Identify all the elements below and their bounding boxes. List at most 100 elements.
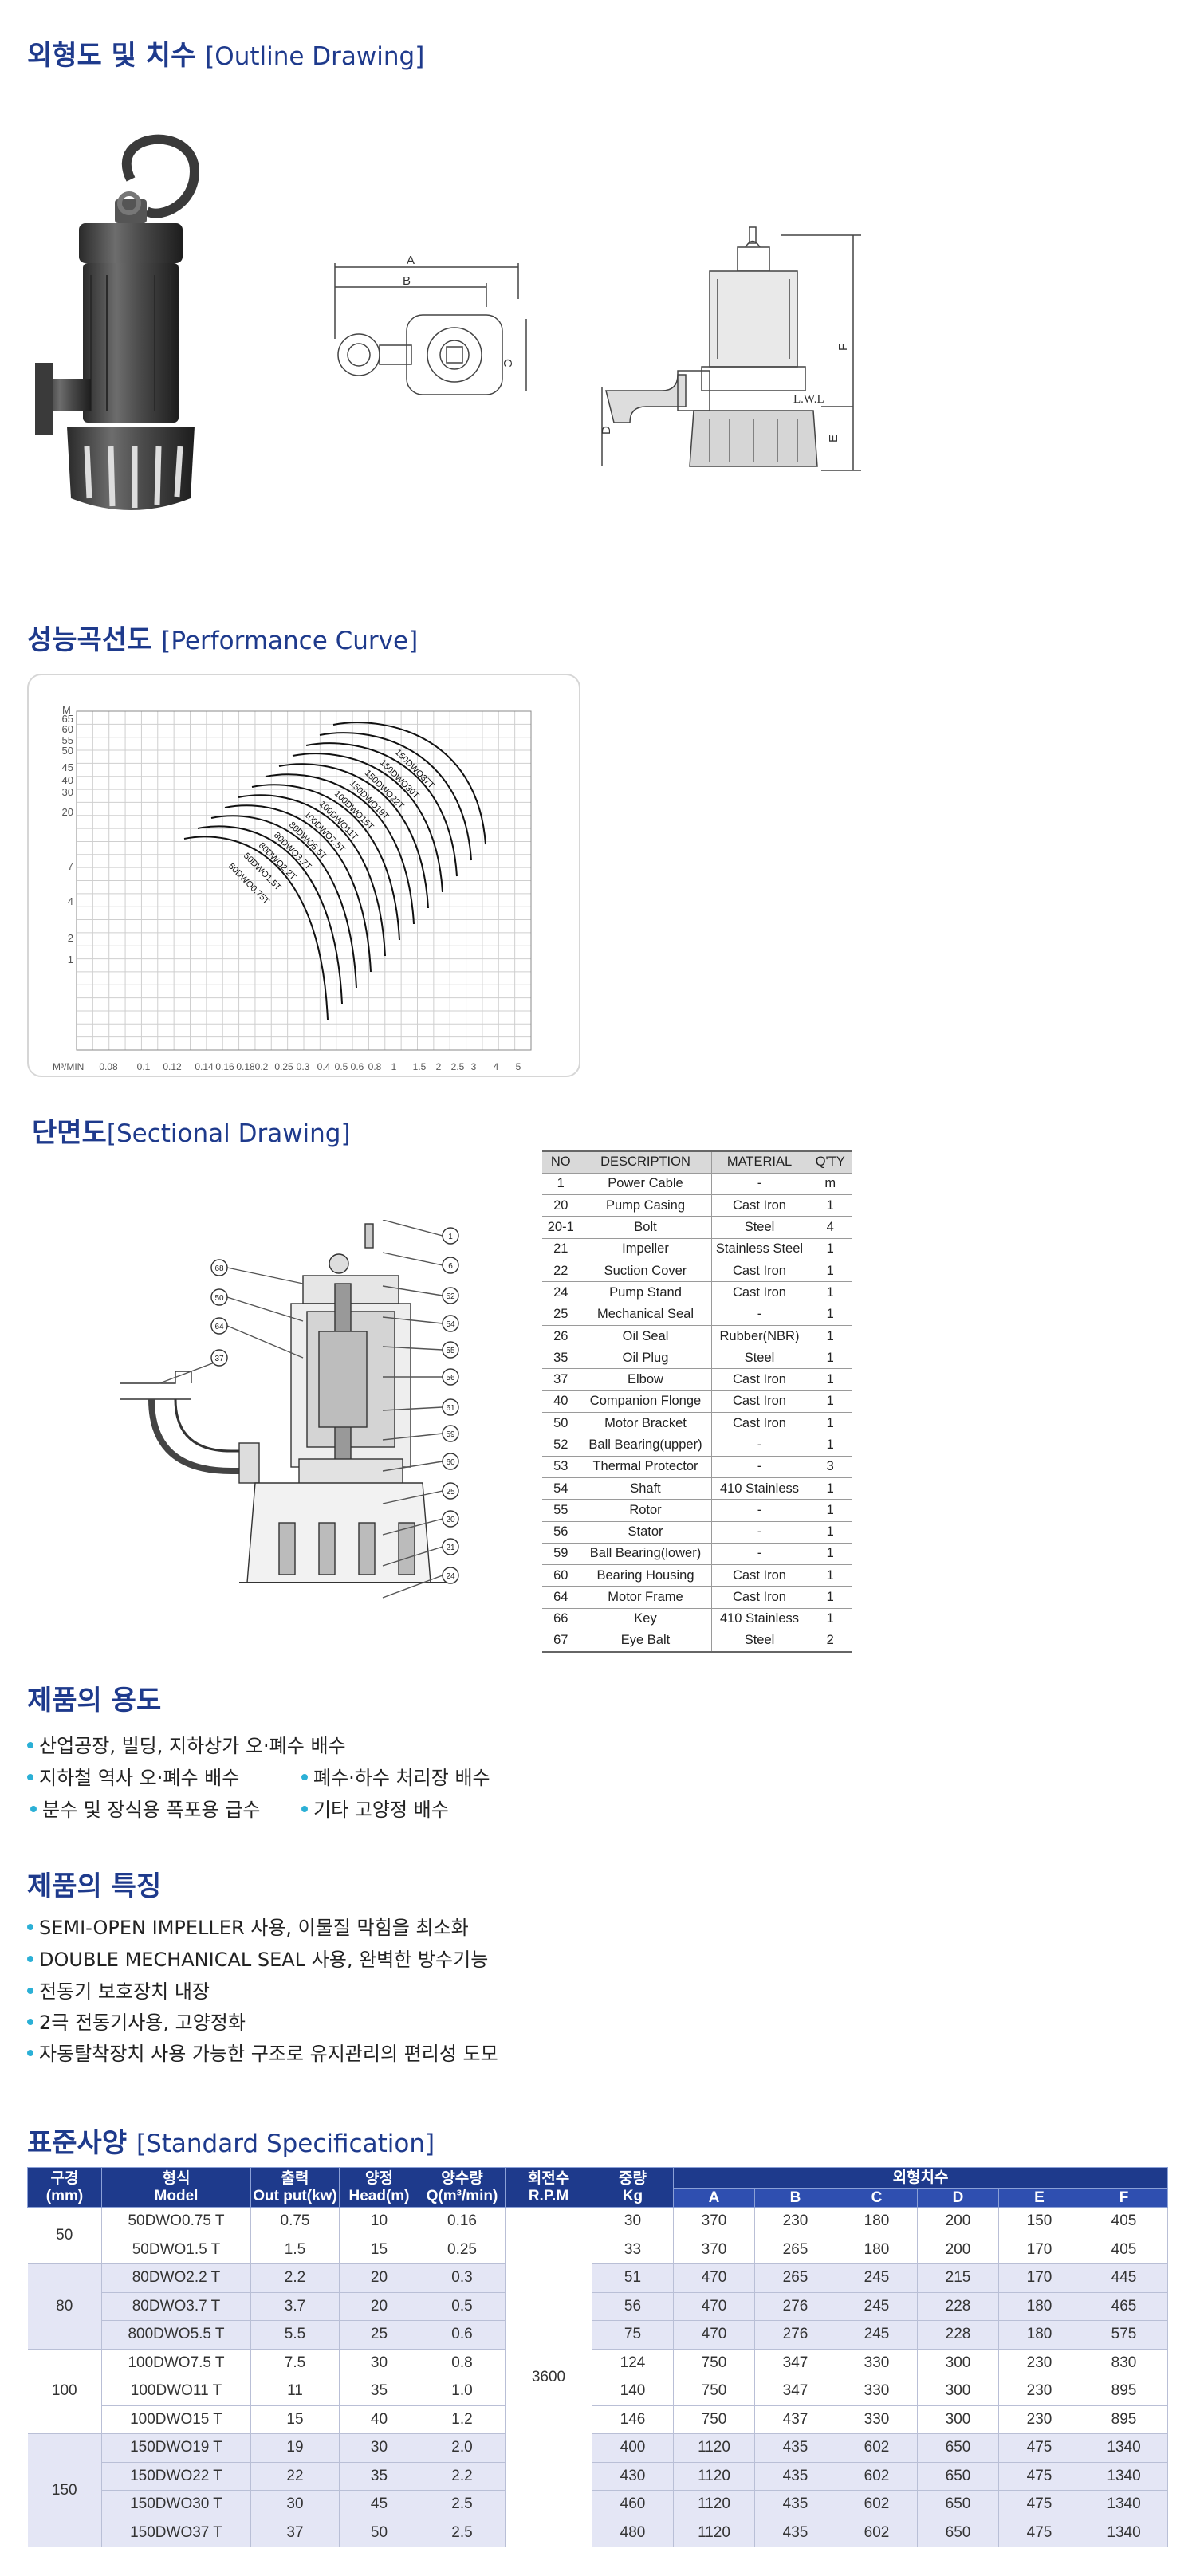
parts-cell-material: - bbox=[711, 1173, 808, 1196]
spec-cell-output: 37 bbox=[250, 2519, 340, 2547]
parts-header-row: NO DESCRIPTION MATERIAL Q'TY bbox=[542, 1150, 852, 1174]
spec-cell-dim-b: 276 bbox=[754, 2292, 836, 2321]
parts-cell-qty: 1 bbox=[808, 1586, 852, 1609]
spec-cell-model: 150DWO37 T bbox=[101, 2519, 251, 2547]
feature-item: 전동기 보호장치 내장 bbox=[27, 1976, 210, 2004]
features-title: 제품의 특징 bbox=[27, 1870, 162, 1902]
feature-item: DOUBLE MECHANICAL SEAL 사용, 완벽한 방수기능 bbox=[27, 1944, 488, 1972]
spec-cell-dim-a: 470 bbox=[673, 2320, 755, 2350]
x-tick-label: 0.18 bbox=[236, 1061, 255, 1072]
spec-cell-weight: 140 bbox=[592, 2377, 674, 2406]
spec-cell-dim-e: 230 bbox=[998, 2349, 1080, 2377]
spec-cell-dim-f: 465 bbox=[1080, 2292, 1169, 2321]
spec-cell-output: 0.75 bbox=[250, 2207, 340, 2236]
parts-cell-description: Ball Bearing(upper) bbox=[580, 1434, 712, 1457]
outline-title-en: [Outline Drawing] bbox=[205, 42, 425, 71]
spec-cell-dim-c: 180 bbox=[836, 2236, 918, 2264]
parts-cell-no: 55 bbox=[542, 1499, 580, 1522]
spec-cell-weight: 56 bbox=[592, 2292, 674, 2321]
parts-cell-material: - bbox=[711, 1543, 808, 1566]
callout-leader bbox=[382, 1406, 443, 1411]
parts-cell-material: Cast Iron bbox=[711, 1586, 808, 1609]
callout-number: 25 bbox=[446, 1488, 455, 1496]
callout-number: 21 bbox=[446, 1544, 455, 1552]
parts-cell-material: Cast Iron bbox=[711, 1564, 808, 1587]
callout-circle bbox=[442, 1287, 459, 1304]
y-tick-label: 40 bbox=[62, 774, 73, 786]
parts-cell-material: Cast Iron bbox=[711, 1260, 808, 1283]
spec-col-dim-a: A bbox=[673, 2188, 755, 2208]
callout-number: 52 bbox=[446, 1292, 455, 1301]
callout-number: 24 bbox=[446, 1572, 455, 1581]
parts-cell-qty: 1 bbox=[808, 1477, 852, 1500]
performance-title-en: [Performance Curve] bbox=[161, 627, 419, 655]
parts-cell-no: 66 bbox=[542, 1608, 580, 1631]
spec-cell-weight: 51 bbox=[592, 2263, 674, 2293]
parts-cell-description: Thermal Protector bbox=[580, 1456, 712, 1478]
x-tick-label: 5 bbox=[516, 1061, 521, 1072]
spec-cell-dim-d: 300 bbox=[917, 2349, 999, 2377]
parts-cell-qty: 1 bbox=[808, 1325, 852, 1348]
spec-cell-dim-d: 650 bbox=[917, 2490, 999, 2519]
spec-cell-dim-d: 300 bbox=[917, 2377, 999, 2406]
parts-cell-material: - bbox=[711, 1521, 808, 1544]
spec-cell-rpm: 3600 bbox=[505, 2207, 592, 2547]
callout-circle bbox=[442, 1341, 459, 1359]
spec-cell-head: 10 bbox=[339, 2207, 419, 2236]
spec-cell-output: 22 bbox=[250, 2462, 340, 2491]
parts-cell-description: Suction Cover bbox=[580, 1260, 712, 1283]
spec-cell-dim-c: 180 bbox=[836, 2207, 918, 2236]
spec-cell-model: 800DWO5.5 T bbox=[101, 2320, 251, 2350]
spec-cell-dim-e: 180 bbox=[998, 2292, 1080, 2321]
spec-cell-dim-a: 370 bbox=[673, 2236, 755, 2264]
x-tick-label: 0.16 bbox=[215, 1061, 234, 1072]
spec-cell-output: 11 bbox=[250, 2377, 340, 2406]
parts-cell-description: Oil Plug bbox=[580, 1347, 712, 1370]
parts-col-description: DESCRIPTION bbox=[580, 1150, 712, 1174]
x-tick-label: 1.5 bbox=[413, 1061, 427, 1072]
y-tick-label: 1 bbox=[68, 954, 73, 966]
callout-number: 61 bbox=[446, 1404, 455, 1413]
x-tick-label: 4 bbox=[494, 1061, 499, 1072]
parts-cell-no: 1 bbox=[542, 1173, 580, 1196]
side-view-drawing: F E L.W.L D bbox=[600, 226, 861, 471]
parts-cell-no: 64 bbox=[542, 1586, 580, 1609]
parts-cell-description: Motor Frame bbox=[580, 1586, 712, 1609]
spec-cell-output: 7.5 bbox=[250, 2349, 340, 2377]
spec-cell-dim-c: 602 bbox=[836, 2519, 918, 2547]
spec-subheader-row: A B C D E F bbox=[28, 2188, 1169, 2208]
spec-cell-dim-c: 602 bbox=[836, 2462, 918, 2491]
spec-cell-dim-d: 650 bbox=[917, 2433, 999, 2463]
spec-cell-dim-c: 330 bbox=[836, 2377, 918, 2406]
spec-cell-dim-a: 470 bbox=[673, 2292, 755, 2321]
parts-cell-no: 21 bbox=[542, 1238, 580, 1260]
usage-item: 폐수·하수 처리장 배수 bbox=[301, 1762, 490, 1790]
parts-cell-qty: 1 bbox=[808, 1543, 852, 1566]
callout-circle bbox=[210, 1349, 228, 1367]
spec-cell-dim-c: 602 bbox=[836, 2433, 918, 2463]
outline-title-ko: 외형도 및 치수 bbox=[27, 40, 196, 72]
spec-title-en: [Standard Specification] bbox=[136, 2130, 435, 2158]
series-line bbox=[197, 825, 343, 1005]
spec-cell-weight: 124 bbox=[592, 2349, 674, 2377]
parts-cell-material: Rubber(NBR) bbox=[711, 1325, 808, 1348]
callout-leader bbox=[226, 1296, 304, 1322]
parts-cell-no: 26 bbox=[542, 1325, 580, 1348]
parts-cell-no: 53 bbox=[542, 1456, 580, 1478]
